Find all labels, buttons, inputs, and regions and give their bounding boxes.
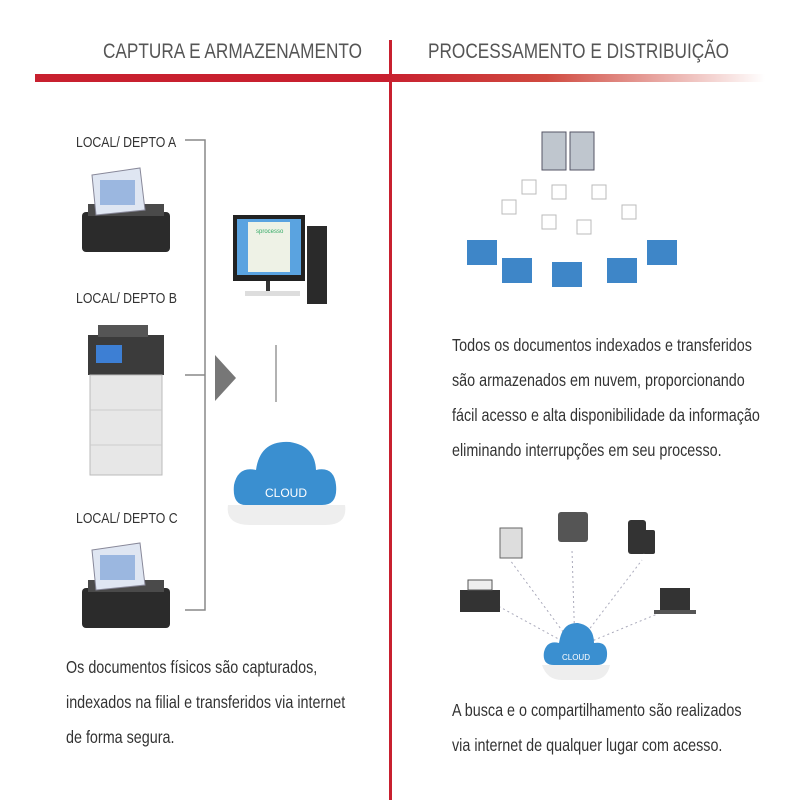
distribution-illustration: CLOUD [460, 131, 696, 680]
vertical-divider [389, 40, 392, 800]
text-line: de forma segura. [66, 727, 175, 747]
text-line: eliminando interrupções em seu processo. [452, 440, 722, 460]
location-c-label: LOCAL/ DEPTO C [76, 510, 178, 527]
cloud-icon [227, 441, 346, 525]
location-b-label: LOCAL/ DEPTO B [76, 290, 177, 307]
text-line: via internet de qualquer lugar com acess… [452, 735, 723, 755]
text-line: indexados na filial e transferidos via i… [66, 692, 346, 712]
header-capture: CAPTURA E ARMAZENAMENTO [103, 40, 362, 63]
red-divider-bar [35, 74, 765, 82]
computer-icon [233, 215, 327, 304]
document-icon [499, 527, 523, 559]
mobile-devices-icon [628, 520, 655, 554]
laptop-icon [654, 588, 696, 614]
scanner-icon [82, 542, 170, 628]
text-line: A busca e o compartilhamento são realiza… [452, 700, 742, 720]
text-line: Todos os documentos indexados e transfer… [452, 335, 752, 355]
storage-description: Todos os documentos indexados e transfer… [452, 328, 760, 468]
cloud-label: CLOUD [265, 486, 307, 500]
server-network-icon [467, 131, 677, 287]
cloud-icon [542, 622, 610, 680]
cloud-label: CLOUD [562, 653, 590, 662]
location-a-label: LOCAL/ DEPTO A [76, 134, 177, 151]
scanner-icon [82, 167, 170, 252]
text-line: fácil acesso e alta disponibilidade da i… [452, 405, 760, 425]
capture-description: Os documentos físicos são capturados, in… [66, 650, 345, 755]
bracket [185, 139, 206, 611]
printer-icon [460, 579, 500, 612]
capture-illustration: sprocesso CLOUD [82, 139, 346, 628]
text-line: Os documentos físicos são capturados, [66, 657, 318, 677]
folder-icon [558, 512, 588, 542]
arrow-right-icon [215, 355, 236, 401]
screen-logo: sprocesso [256, 229, 284, 235]
copier-icon [88, 325, 164, 476]
sharing-description: A busca e o compartilhamento são realiza… [452, 693, 742, 763]
header-processing: PROCESSAMENTO E DISTRIBUIÇÃO [428, 40, 730, 63]
text-line: são armazenados em nuvem, proporcionando [452, 370, 745, 390]
